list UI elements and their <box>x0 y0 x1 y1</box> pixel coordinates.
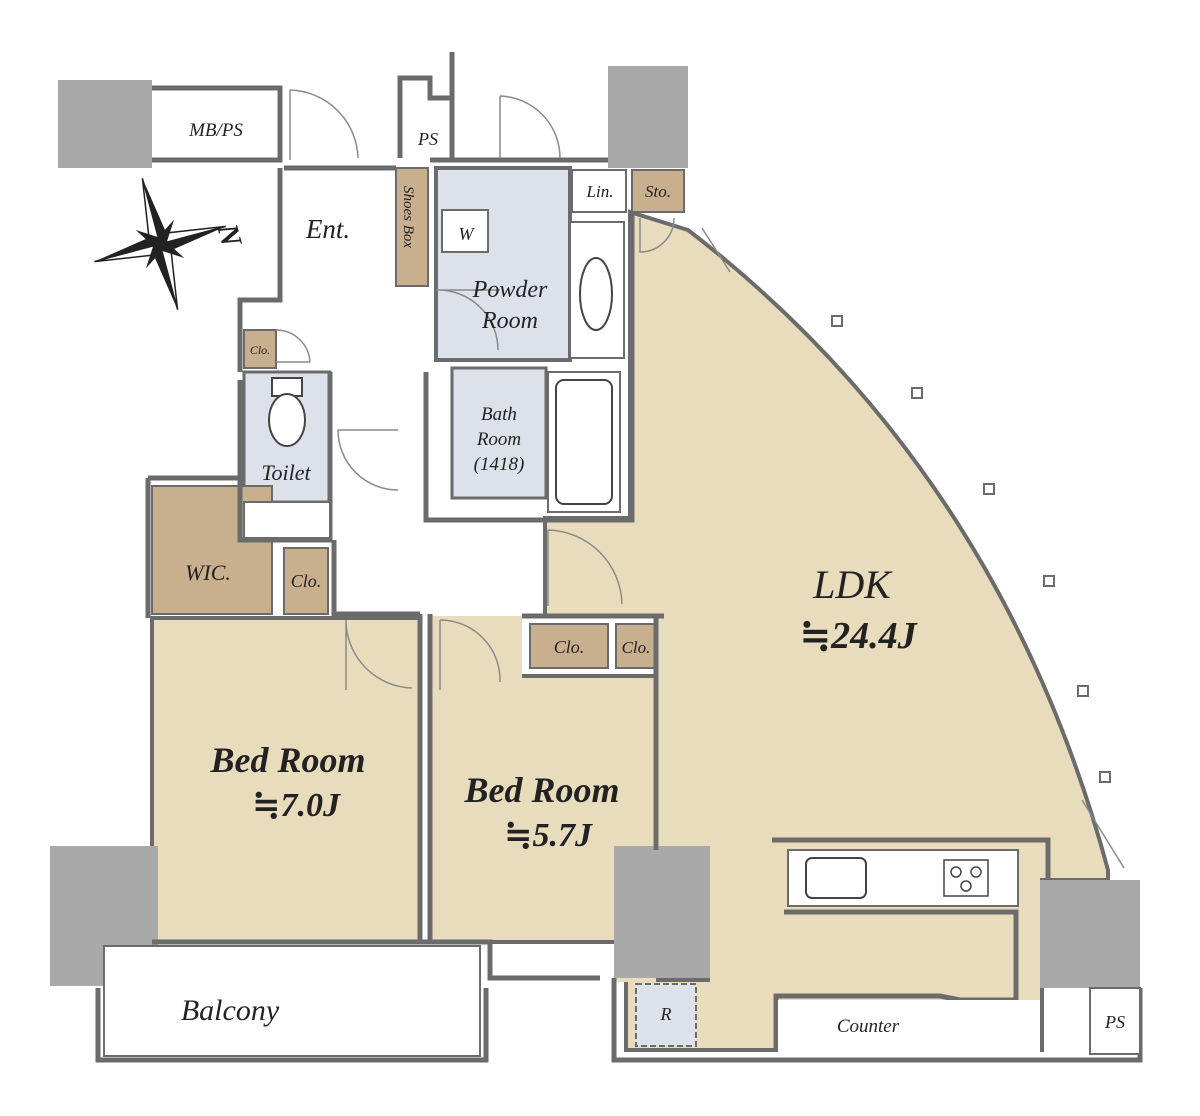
counter-box <box>778 1000 1040 1054</box>
pillar-center-bottom <box>614 846 710 978</box>
label-bed2-size: ≒5.7J <box>504 817 593 854</box>
label-storage: Sto. <box>645 182 671 201</box>
pillar-top-left <box>58 80 152 168</box>
label-bath-room-3: (1418) <box>474 454 525 475</box>
label-toilet: Toilet <box>261 460 311 485</box>
vanity-sink-icon <box>579 257 613 331</box>
storage-box <box>631 169 685 213</box>
window-marks <box>831 315 1111 783</box>
bedroom-1-floor <box>150 616 422 944</box>
label-bed1-size: ≒7.0J <box>252 787 341 824</box>
label-shoes-box: Shoes Box <box>400 186 416 248</box>
label-linen: Lin. <box>586 182 614 201</box>
bedroom-2-extension <box>430 616 522 680</box>
balcony-floor <box>103 945 481 1057</box>
label-ldk-size: ≒24.4J <box>799 615 917 657</box>
label-ps-top: PS <box>417 129 438 149</box>
label-ps-right: PS <box>1104 1012 1125 1032</box>
label-wic: WIC. <box>185 560 231 585</box>
powder-room-floor <box>434 166 572 362</box>
bath-room-floor <box>450 366 548 500</box>
walls <box>95 52 1143 1063</box>
toilet-bowl-icon <box>268 393 306 447</box>
label-clo-bed2-a: Clo. <box>554 637 585 657</box>
compass-rose-icon <box>94 178 226 310</box>
toilet-counter <box>243 501 331 539</box>
label-clo-hall: Clo. <box>291 571 322 591</box>
label-powder-room-1: Powder <box>472 277 548 303</box>
closet-hall-box <box>283 547 329 615</box>
ps-right-box <box>1089 987 1141 1055</box>
label-bath-room-1: Bath <box>481 404 517 425</box>
door-swings <box>275 89 1125 869</box>
label-entrance: Ent. <box>305 214 350 244</box>
label-bed2-name: Bed Room <box>463 770 619 810</box>
label-mbps: MB/PS <box>188 120 243 141</box>
closet-bed2-a-box <box>529 623 609 669</box>
shoes-box <box>395 167 429 287</box>
label-powder-room-2: Room <box>481 308 538 334</box>
kitchen-sink-icon <box>805 857 867 899</box>
refrigerator-box <box>635 983 697 1047</box>
label-balcony: Balcony <box>181 994 280 1027</box>
label-ldk-name: LDK <box>812 562 893 607</box>
pillar-right-bottom <box>1040 880 1140 988</box>
label-bath-room-2: Room <box>476 429 521 450</box>
label-counter: Counter <box>837 1016 900 1037</box>
label-washer: W <box>459 224 476 244</box>
label-clo-small: Clo. <box>250 343 270 357</box>
bathtub-inner <box>555 379 613 505</box>
compass-north-label: N <box>210 219 248 251</box>
stove-icon <box>943 859 989 897</box>
washer-box <box>441 209 489 253</box>
pillar-top-right <box>608 66 688 168</box>
label-refrigerator: R <box>660 1004 672 1024</box>
label-clo-bed2-b: Clo. <box>622 638 651 657</box>
closet-small-box <box>243 329 277 369</box>
linen-box <box>571 169 627 213</box>
label-bed1-name: Bed Room <box>209 740 365 780</box>
